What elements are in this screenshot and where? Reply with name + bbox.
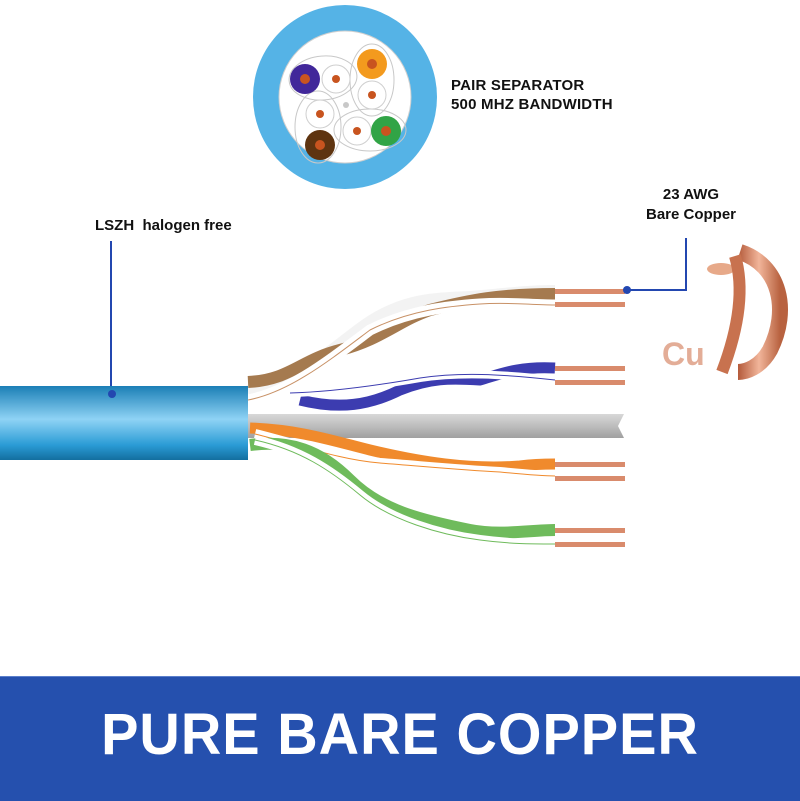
separator-label-line1: PAIR SEPARATOR <box>451 77 585 94</box>
center-separator <box>343 102 349 108</box>
pair-separator-spline <box>248 414 624 438</box>
bandwidth-label: 500 MHZ BANDWIDTH <box>451 96 613 113</box>
awg-label: 23 AWG <box>662 186 720 203</box>
conductor-label: 23 AWG Bare Copper <box>636 185 746 225</box>
jacket-callout-dot <box>108 390 116 398</box>
conductor-callout-dot <box>623 286 631 294</box>
twisted-pair-blue <box>254 362 625 413</box>
jacket-label: LSZH halogen free <box>95 217 232 234</box>
copper-wire-icon <box>703 244 788 380</box>
twisted-pair-green <box>249 435 625 549</box>
pair-green <box>342 116 401 146</box>
pair-brown <box>305 99 335 160</box>
pair-orange <box>357 49 387 110</box>
separator-label: PAIR SEPARATOR 500 MHZ BANDWIDTH <box>451 76 613 114</box>
cable-jacket <box>0 386 248 460</box>
twisted-pair-brown <box>242 285 625 406</box>
copper-symbol: Cu <box>662 336 705 372</box>
conductor-callout-line <box>627 238 687 291</box>
cross-section-diagram <box>253 5 437 189</box>
banner: PURE BARE COPPER <box>0 676 800 801</box>
banner-title: PURE BARE COPPER <box>101 700 699 767</box>
pair-blue <box>290 64 351 94</box>
bare-copper-label: Bare Copper <box>645 206 737 223</box>
